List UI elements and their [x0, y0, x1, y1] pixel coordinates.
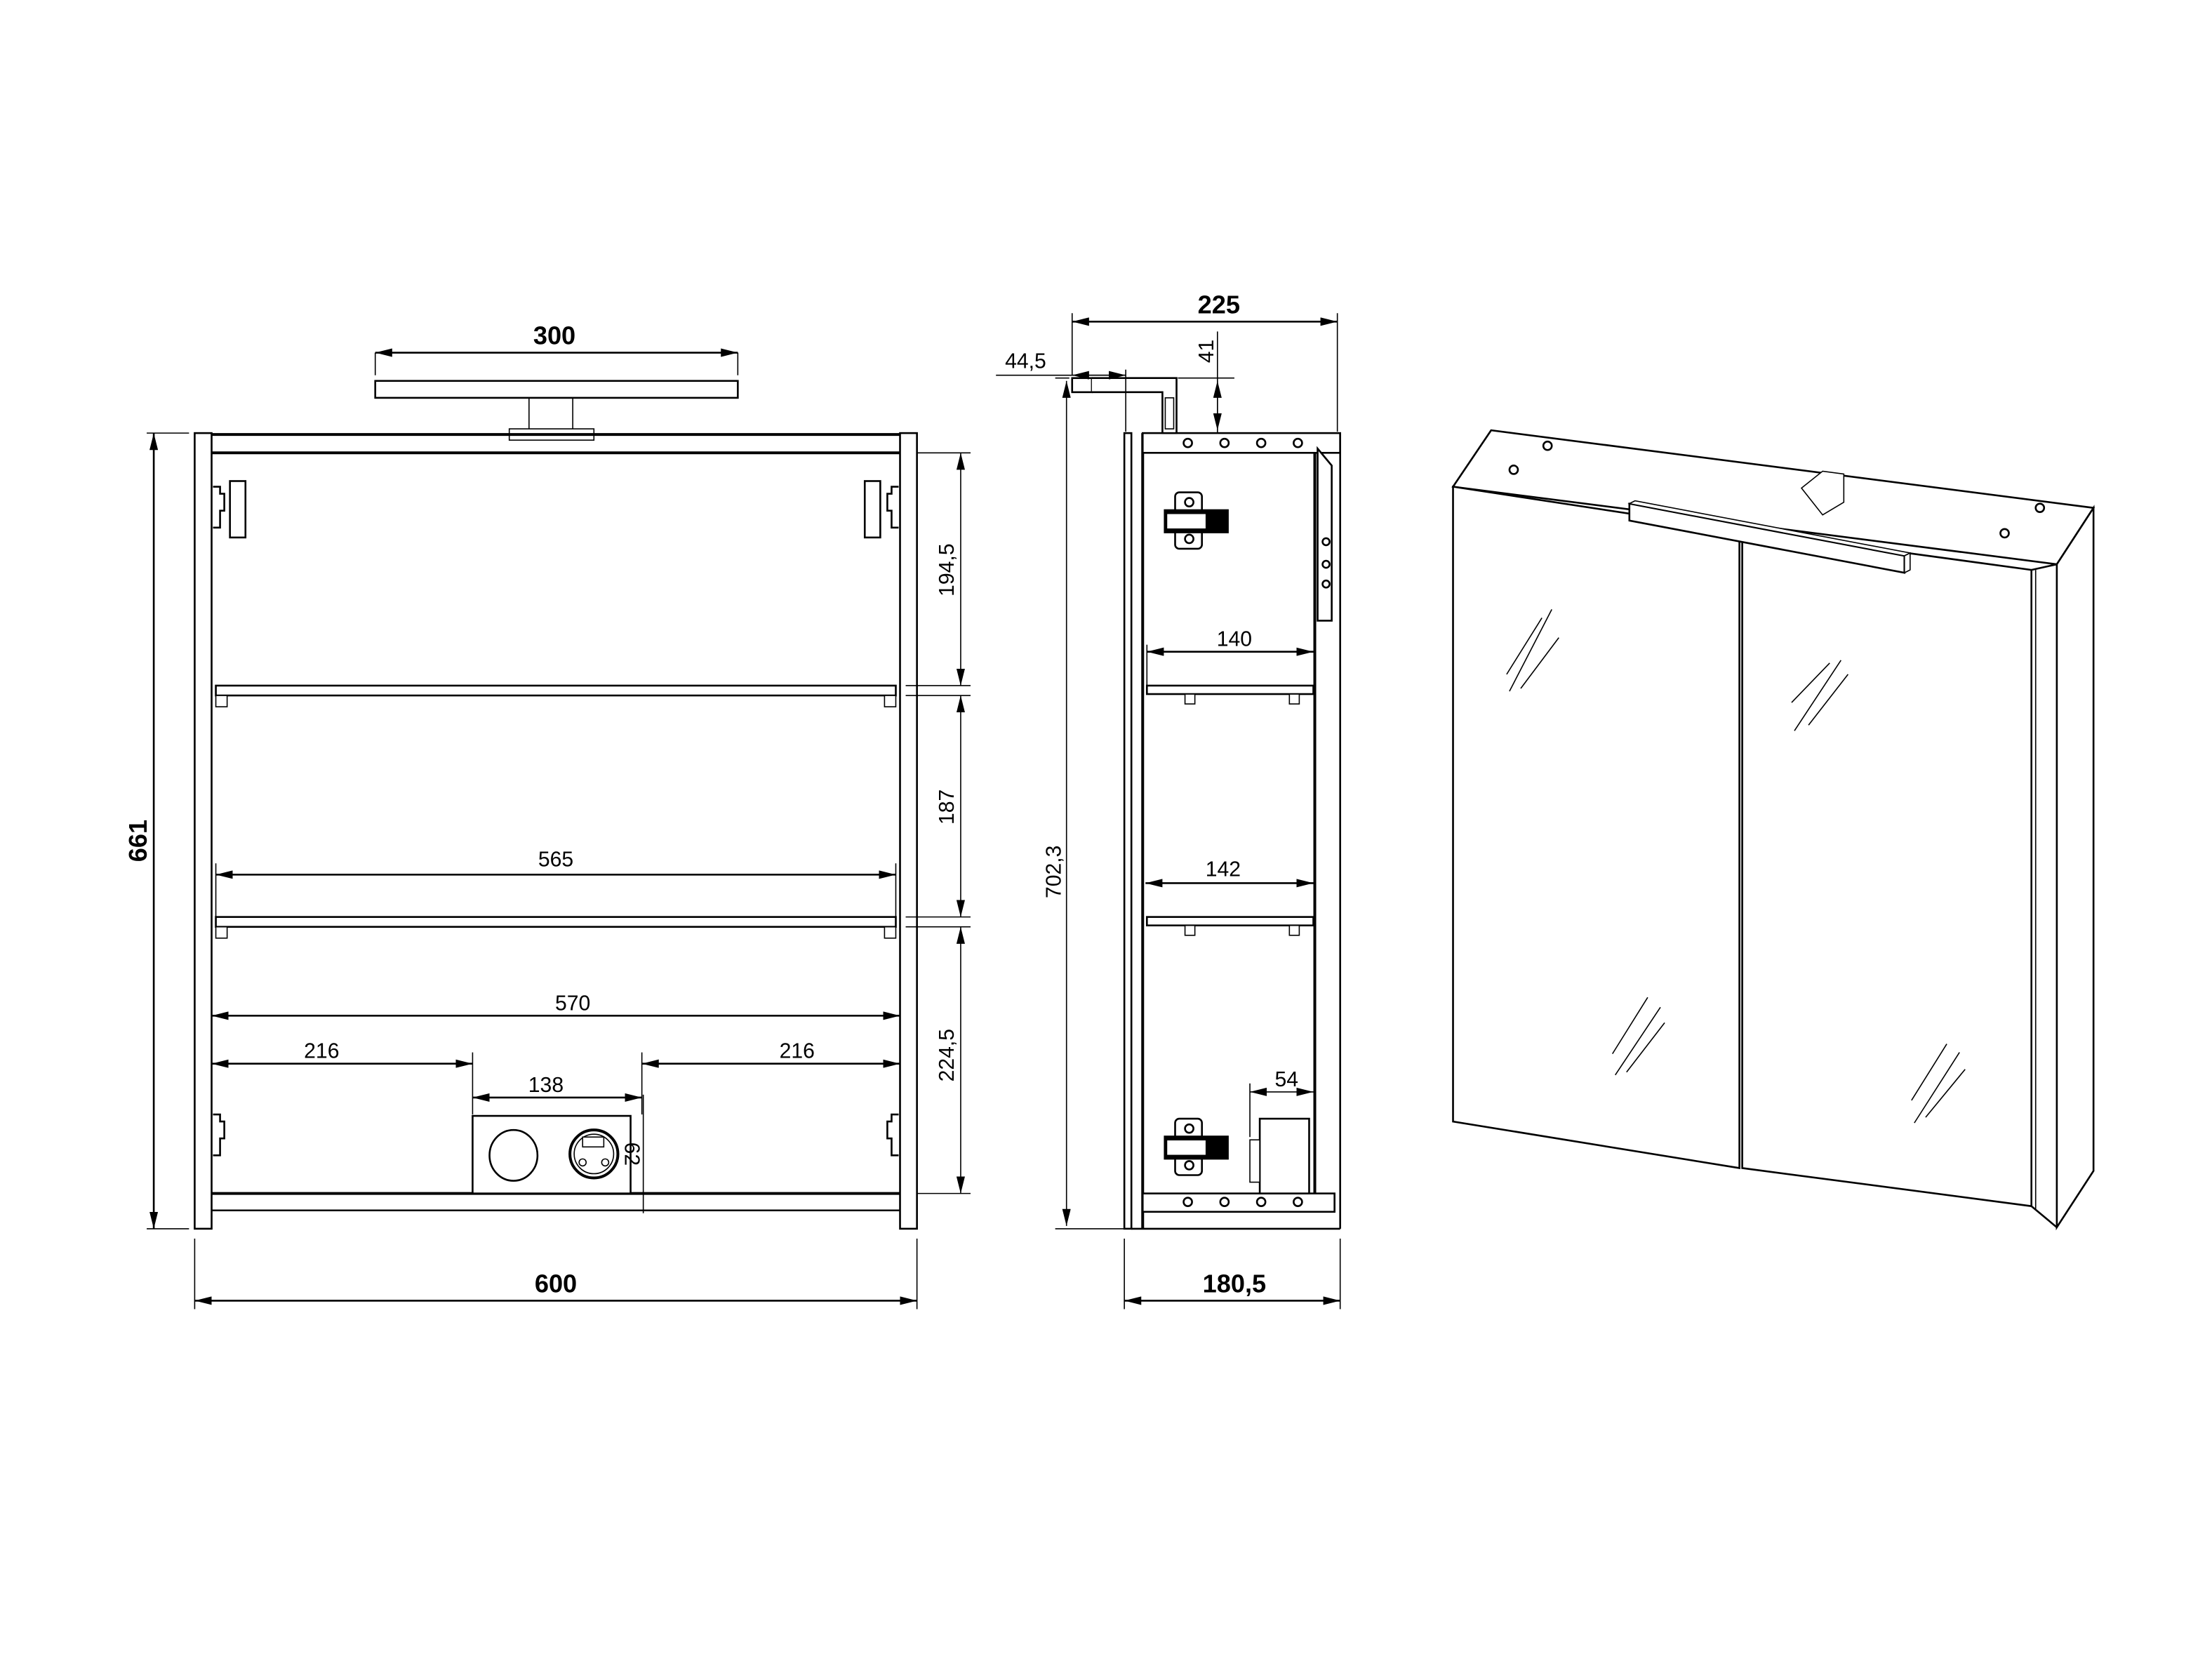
socket-outlet-icon: [568, 1128, 620, 1180]
dim-socket-right-offset: 216: [780, 1040, 815, 1063]
dim-shelf-width: 565: [538, 848, 573, 871]
cabinet-side: [2056, 505, 2095, 1231]
dim-total-height: 702,3: [1043, 846, 1066, 898]
dim-socket-height: 62: [620, 1142, 644, 1166]
led-light-bar: [374, 380, 739, 441]
dim-light-height: 41: [1195, 340, 1218, 364]
dim-overall-width: 600: [535, 1269, 577, 1298]
dim-bottom-compartment: 224,5: [935, 1029, 959, 1081]
hinge-plate-icon: [863, 480, 881, 539]
dim-socket-width: 138: [528, 1074, 564, 1097]
dim-light-projection: 44,5: [1005, 350, 1046, 373]
dim-light-width: 300: [533, 321, 575, 349]
perspective-led-light: [1627, 470, 1912, 574]
hinge-icon: [1164, 491, 1229, 550]
dim-overall-height: 661: [124, 820, 152, 862]
left-mirror-door: [1452, 485, 1740, 1169]
hinge-plate-icon: [229, 480, 247, 539]
screw-holes: [1182, 437, 1303, 1208]
side-dimensions: 225 44,5 41 702,3 140 142: [996, 290, 1341, 1310]
dim-inner-width: 570: [555, 992, 590, 1015]
dim-socket-depth: 54: [1275, 1068, 1299, 1091]
lower-shelf: [215, 916, 897, 928]
side-upper-shelf: [1145, 684, 1314, 695]
power-socket-box: [472, 1114, 632, 1194]
dim-lower-shelf-depth: 142: [1206, 858, 1241, 881]
perspective-view: [1451, 429, 2096, 1231]
side-light-arm: [1071, 377, 1178, 434]
dim-cabinet-depth: 180,5: [1203, 1269, 1267, 1298]
side-socket-box: [1258, 1117, 1310, 1194]
mirror-reflection-icon: [1506, 609, 1966, 1124]
side-lower-shelf: [1145, 916, 1314, 927]
dim-middle-compartment: 187: [935, 789, 959, 825]
side-carcass: [1123, 432, 1342, 1230]
hinge-icon: [1164, 1117, 1229, 1176]
cabinet-carcass: [194, 432, 918, 1230]
dim-upper-shelf-depth: 140: [1217, 628, 1252, 651]
dim-top-compartment: 194,5: [935, 543, 959, 596]
upper-shelf: [215, 684, 897, 697]
side-view: 225 44,5 41 702,3 140 142: [996, 290, 1342, 1310]
dim-total-depth: 225: [1198, 290, 1240, 319]
front-dimensions: 300 661 600 194,5 187 224,5: [124, 321, 971, 1310]
dim-socket-left-offset: 216: [304, 1040, 339, 1063]
right-mirror-door: [1741, 529, 2033, 1208]
front-view: 300 661 600 194,5 187 224,5: [124, 321, 971, 1310]
